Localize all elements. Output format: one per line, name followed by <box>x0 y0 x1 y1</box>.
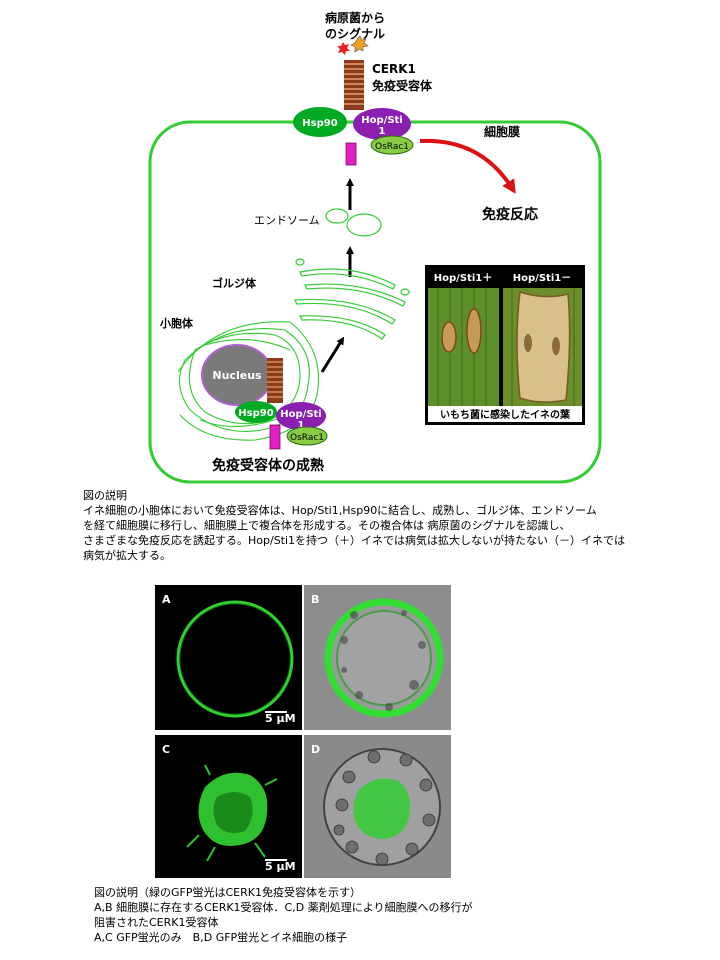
er-receptor-tail <box>270 425 280 449</box>
panel-label-d: D <box>311 743 320 756</box>
leaf-plus-photo <box>428 288 499 406</box>
scale-bar-c <box>265 859 287 861</box>
arrow-er-to-golgi <box>322 340 342 372</box>
osrac1-label: OsRac1 <box>375 142 409 152</box>
signal-label-line1: 病原菌から <box>325 10 385 25</box>
panel-label-c: C <box>162 743 170 756</box>
caption2-line: 図の説明（緑のGFP蛍光はCERK1免疫受容体を示す） <box>94 885 694 900</box>
hopsti1-label: Hop/Sti <box>361 115 402 126</box>
receptor-tail <box>346 143 356 165</box>
cerk1-receptor-icon <box>344 60 364 110</box>
immune-response-arrow <box>420 141 512 188</box>
caption2-line: 阻害されたCERK1受容体 <box>94 915 694 930</box>
scale-bar-a <box>265 711 287 713</box>
leaf-minus-label: Hop/Sti1－ <box>513 273 571 284</box>
micrograph-b-image <box>304 585 451 730</box>
golgi-label: ゴルジ体 <box>212 276 257 290</box>
maturation-label: 免疫受容体の成熟 <box>212 457 324 474</box>
endosome-vesicles <box>326 209 381 236</box>
micrograph-panel-c: C 5 μM <box>155 735 302 878</box>
signal-label-line2: のシグナル <box>325 26 385 41</box>
cerk1-label-line2: 免疫受容体 <box>372 78 433 93</box>
hsp90-label: Hsp90 <box>302 118 337 129</box>
micrograph-a-image <box>155 585 302 730</box>
panel-label-b: B <box>311 593 319 606</box>
scale-label-a: 5 μM <box>265 712 296 725</box>
panel-label-a: A <box>162 593 171 606</box>
caption1: 図の説明 イネ細胞の小胞体において免疫受容体は、Hop/Sti1,Hsp90に結… <box>83 488 713 563</box>
immune-receptor-diagram: 病原菌から のシグナル CERK1 免疫受容体 Hsp90 Hop/Sti 1 … <box>0 0 720 485</box>
caption2-line: A,B 細胞膜に存在するCERK1受容体．C,D 薬剤処理により細胞膜への移行が <box>94 900 694 915</box>
caption2: 図の説明（緑のGFP蛍光はCERK1免疫受容体を示す） A,B 細胞膜に存在する… <box>94 885 694 945</box>
membrane-label: 細胞膜 <box>484 124 520 139</box>
micrograph-panel-a: A 5 μM <box>155 585 302 730</box>
caption1-line: を経て細胞膜に移行し、細胞膜上で複合体を形成する。その複合体は 病原菌のシグナル… <box>83 518 713 533</box>
leaf-plus-label: Hop/Sti1＋ <box>434 272 492 284</box>
micrograph-panel-b: B <box>304 585 451 730</box>
er-cerk1-receptor-icon <box>267 358 283 403</box>
leaf-minus-photo <box>503 288 582 406</box>
endosome-label: エンドソーム <box>254 214 320 227</box>
caption2-line: A,C GFP蛍光のみ B,D GFP蛍光とイネ細胞の様子 <box>94 930 694 945</box>
er-hopsti1-label: Hop/Sti <box>280 409 321 420</box>
micrograph-d-image <box>304 735 451 878</box>
caption1-line: さまざまな免疫反応を誘起する。Hop/Sti1を持つ（＋）イネでは病気は拡大しな… <box>83 533 713 548</box>
golgi-apparatus <box>295 259 409 339</box>
caption1-line: イネ細胞の小胞体において免疫受容体は、Hop/Sti1,Hsp90に結合し、成熟… <box>83 503 713 518</box>
leaf-caption: いもち菌に感染したイネの葉 <box>440 408 571 421</box>
nucleus-label: Nucleus <box>212 369 262 382</box>
hopsti1-label-num: 1 <box>379 126 386 137</box>
immune-response-label: 免疫反応 <box>482 206 538 223</box>
caption1-line: 病気が拡大する。 <box>83 548 713 563</box>
er-osrac1-label: OsRac1 <box>290 433 324 443</box>
micrograph-c-image <box>155 735 302 878</box>
caption1-title: 図の説明 <box>83 488 713 503</box>
er-label: 小胞体 <box>159 316 194 330</box>
cerk1-label-line1: CERK1 <box>372 62 416 76</box>
scale-label-c: 5 μM <box>265 860 296 873</box>
er-hsp90-label: Hsp90 <box>238 408 273 419</box>
micrograph-panel-d: D <box>304 735 451 878</box>
